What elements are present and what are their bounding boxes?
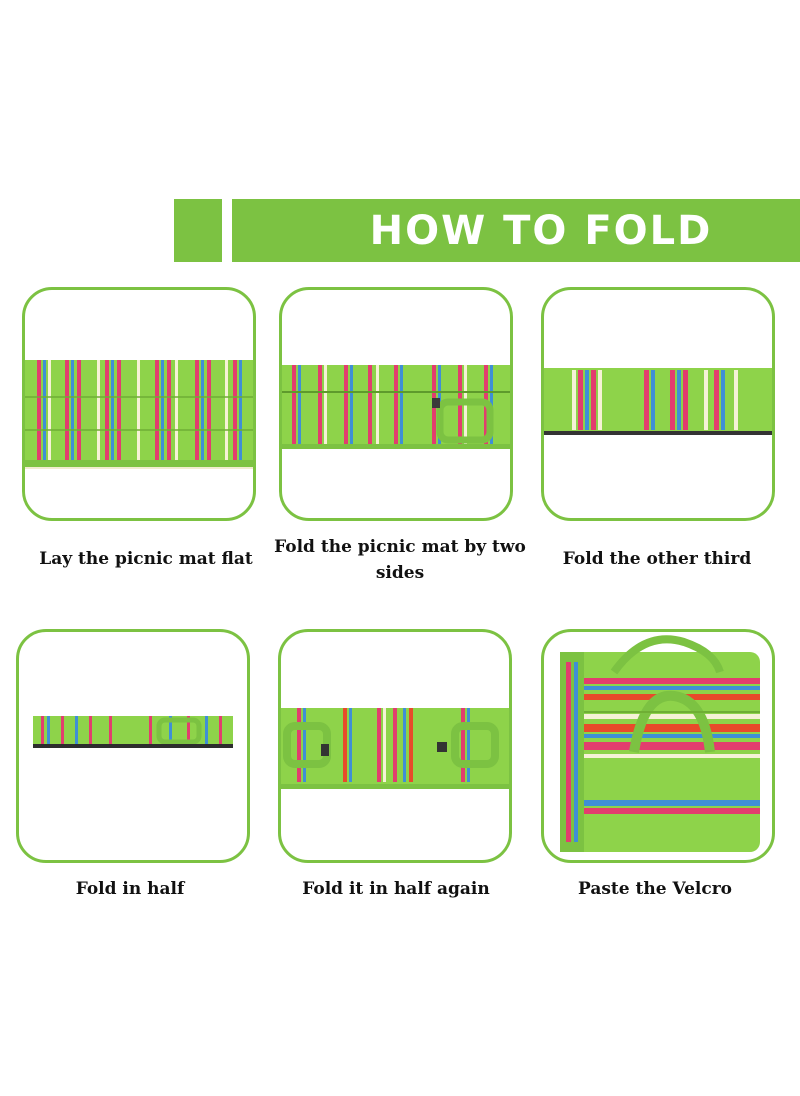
step-3-image <box>541 287 775 521</box>
step-4-image <box>16 629 250 863</box>
step-4-caption: Fold in half <box>75 879 185 899</box>
step-2-image <box>279 287 513 521</box>
title-banner: HOW TO FOLD <box>232 199 800 262</box>
step-1-image <box>22 287 256 521</box>
banner-accent-block <box>174 199 222 262</box>
step-2-caption: Fold the picnic mat by two sides <box>274 537 526 583</box>
step-1-caption: Lay the picnic mat flat <box>39 549 253 569</box>
step-3-caption: Fold the other third <box>562 549 752 569</box>
step-6-caption: Paste the Velcro <box>578 879 732 899</box>
step-5-image <box>278 629 512 863</box>
step-6-image <box>541 629 775 863</box>
step-5-caption: Fold it in half again <box>302 879 490 899</box>
page-title: HOW TO FOLD <box>369 207 713 254</box>
